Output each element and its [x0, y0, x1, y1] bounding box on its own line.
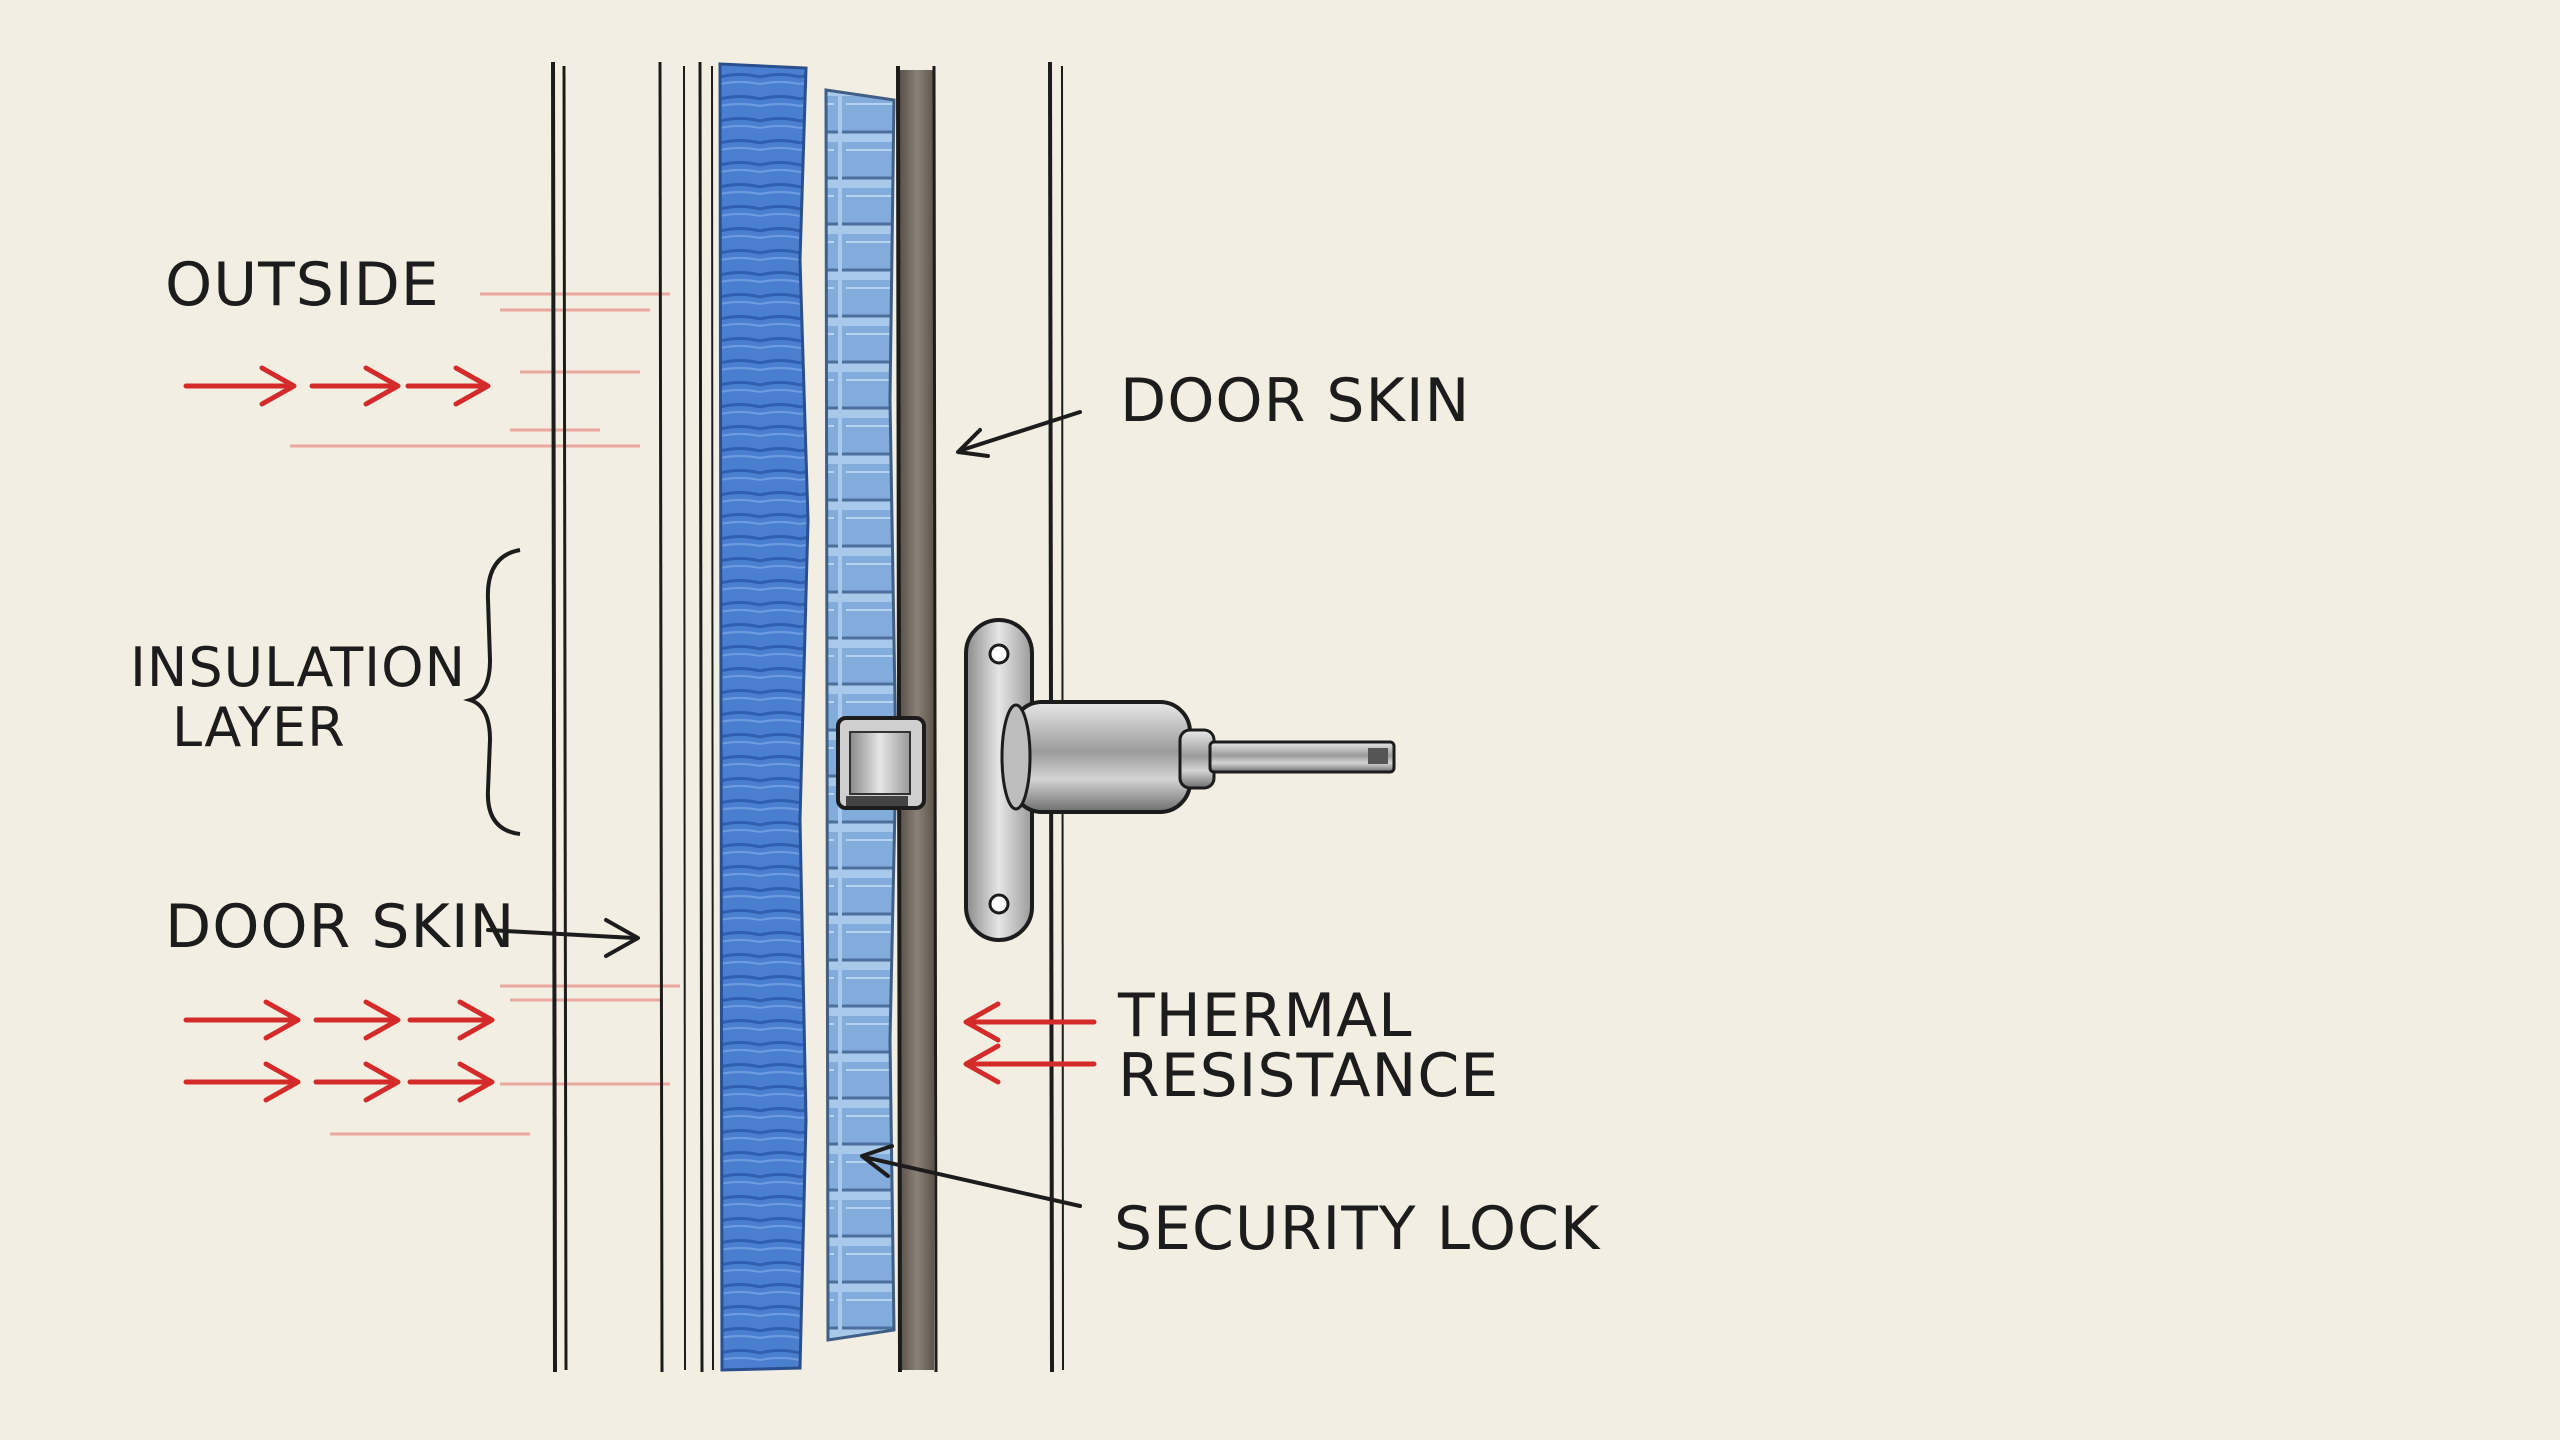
security-lock	[964, 618, 1396, 942]
door-skin-right-text: DOOR SKIN	[1120, 366, 1471, 436]
label-door-skin-left: DOOR SKIN	[165, 896, 515, 958]
insulation-core-blocks	[824, 88, 898, 1342]
insulation-line2: LAYER	[172, 696, 346, 759]
heat-arrows-top	[183, 365, 491, 407]
leader-arrows	[486, 410, 1082, 1208]
label-thermal-resistance: THERMAL RESISTANCE	[1118, 986, 1499, 1106]
heat-arrows-bottom-1	[183, 999, 495, 1041]
outside-text: OUTSIDE	[165, 250, 440, 320]
heat-arrows-bottom-2	[183, 1061, 495, 1103]
thermal-line2: RESISTANCE	[1118, 1041, 1500, 1111]
insulation-layer	[718, 62, 810, 1372]
insulation-brace	[463, 548, 521, 836]
latch-bracket	[836, 716, 926, 810]
door-skin-left-text: DOOR SKIN	[165, 892, 516, 962]
label-insulation-layer: INSULATION LAYER	[130, 638, 466, 758]
security-lock-text: SECURITY LOCK	[1114, 1194, 1601, 1264]
thermal-line1: THERMAL	[1118, 981, 1413, 1051]
label-door-skin-right: DOOR SKIN	[1120, 370, 1470, 432]
door-skin-left	[551, 61, 714, 1373]
label-outside: OUTSIDE	[165, 254, 440, 316]
insulation-line1: INSULATION	[130, 636, 467, 699]
label-security-lock: SECURITY LOCK	[1114, 1198, 1600, 1260]
thermal-resistance-arrows	[963, 1001, 1097, 1085]
